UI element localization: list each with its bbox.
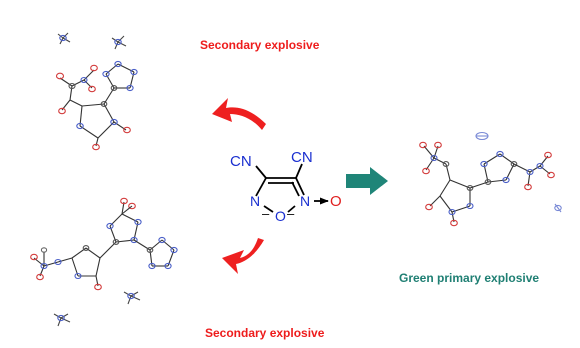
nitramine-group — [30, 247, 73, 281]
ammonium-cation — [57, 32, 71, 45]
ortep-structure-right — [419, 131, 562, 227]
counter-ion — [554, 203, 562, 213]
secondary-explosive-label-top: Secondary explosive — [200, 38, 320, 52]
tetrazole-ring — [99, 197, 142, 259]
ring-nitrogen-right: N — [300, 193, 310, 209]
green-primary-explosive-label: Green primary explosive — [399, 271, 540, 285]
ortep-structure-bottom-left — [30, 197, 178, 327]
exocyclic-oxygen: O — [330, 193, 342, 210]
five-membered-ring — [76, 101, 131, 151]
furoxan-ring — [255, 163, 329, 213]
five-membered-ring — [71, 245, 102, 291]
cyano-label-right: CN — [291, 149, 313, 166]
ammonium-cation — [123, 291, 141, 305]
ring-nitrogen-left: N — [250, 193, 260, 209]
tetrazole-ring — [469, 150, 518, 189]
tetrazole-ring — [133, 236, 178, 270]
nitro-group — [419, 141, 451, 181]
curved-arrow-icon — [222, 238, 264, 274]
tetrazole-ring — [102, 60, 138, 105]
ammonium-cation — [111, 35, 127, 50]
ortep-structure-top-left — [55, 32, 138, 151]
ring-dash-left: – — [262, 206, 270, 221]
five-membered-ring — [425, 179, 474, 227]
curved-arrow-icon — [212, 98, 266, 130]
ammonium-cation — [53, 313, 71, 327]
cyano-label-left: CN — [230, 153, 252, 170]
nitro-group — [55, 64, 98, 115]
counter-ion — [475, 131, 489, 141]
ring-dash-right: – — [287, 206, 295, 221]
arrow-right-icon — [346, 167, 388, 195]
nitramine-group — [513, 151, 555, 191]
central-molecule: CN CN N O N O – – — [230, 149, 342, 224]
secondary-explosive-label-bottom: Secondary explosive — [205, 326, 325, 340]
ring-oxygen: O — [275, 208, 286, 224]
